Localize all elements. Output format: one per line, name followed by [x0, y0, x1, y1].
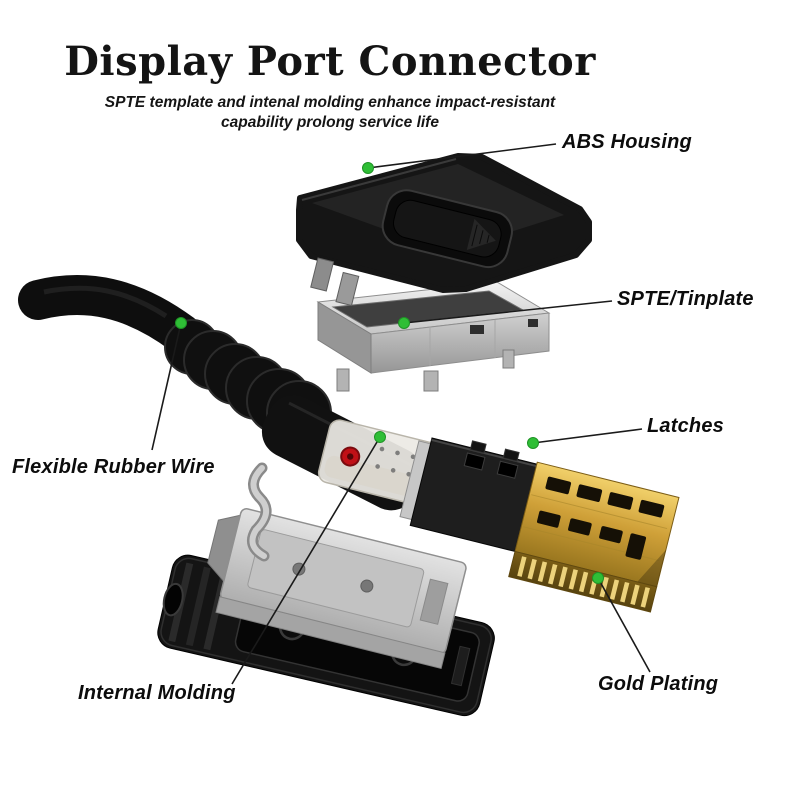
connector-plug — [399, 437, 680, 613]
leader-line-internal-molding — [231, 436, 381, 685]
page-title: Display Port Connector — [64, 38, 596, 85]
callout-dot-flexible-rubber-wire — [175, 317, 187, 329]
leader-line-flexible-rubber-wire — [151, 322, 182, 451]
label-internal-molding: Internal Molding — [78, 682, 236, 704]
subtitle-line-1: SPTE template and intenal molding enhanc… — [104, 94, 556, 111]
header: Display Port Connector SPTE template and… — [0, 38, 660, 134]
callout-dot-spte-tinplate — [398, 317, 410, 329]
leader-lines — [151, 143, 651, 685]
metal-spring-clip — [246, 462, 272, 562]
internal-metal-frame — [207, 508, 467, 670]
housing-latch-button — [381, 189, 513, 269]
label-gold-plating: Gold Plating — [598, 673, 719, 695]
label-spte-tinplate: SPTE/Tinplate — [617, 288, 754, 310]
gold-pins — [517, 556, 650, 608]
red-marker-center — [347, 453, 354, 460]
leader-line-gold-plating — [597, 577, 651, 673]
callout-dot-latches — [527, 437, 539, 449]
callout-dot-gold-plating — [592, 572, 604, 584]
label-abs-housing: ABS Housing — [562, 131, 692, 153]
leader-line-abs-housing — [367, 143, 557, 169]
abs-housing-part — [296, 153, 592, 307]
callout-dots — [175, 162, 604, 584]
leader-line-latches — [532, 428, 643, 444]
subtitle-line-2: capability prolong service life — [221, 114, 439, 132]
label-latches: Latches — [647, 415, 724, 437]
label-flexible-rubber-wire: Flexible Rubber Wire — [12, 456, 215, 478]
leader-line-spte-tinplate — [403, 300, 613, 324]
housing-contact-tabs — [310, 257, 360, 307]
gold-plating-part — [508, 461, 680, 613]
callout-dot-abs-housing — [362, 162, 374, 174]
callout-dot-internal-molding — [374, 431, 386, 443]
gold-top-slots — [537, 476, 665, 560]
spte-tinplate-part — [316, 281, 551, 392]
latches-part — [463, 440, 520, 479]
